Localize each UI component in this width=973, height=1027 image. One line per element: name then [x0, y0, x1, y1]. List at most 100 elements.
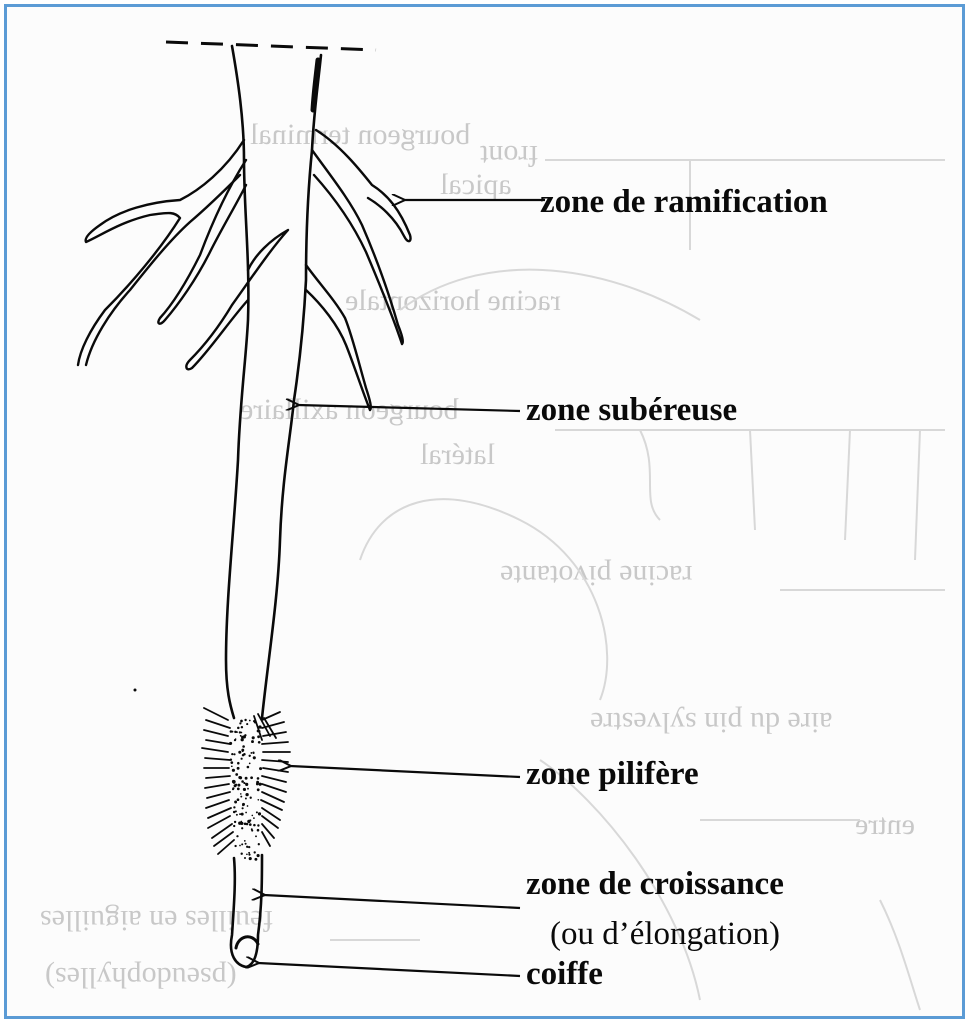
stipple-dot	[230, 758, 232, 760]
stipple-dot	[241, 827, 243, 829]
main-root-left-edge	[226, 46, 248, 718]
stipple-dot	[246, 853, 248, 855]
stipple-dot	[235, 784, 237, 786]
branch-right-3	[306, 265, 371, 410]
stipple-dot	[237, 762, 240, 765]
stipple-dot	[239, 845, 241, 847]
stipple-dot	[258, 843, 260, 845]
stipple-dot	[238, 751, 241, 754]
stipple-dot	[249, 823, 252, 826]
stipple-dot	[234, 801, 237, 804]
stipple-dot	[242, 805, 244, 807]
stipple-dot	[252, 736, 255, 739]
stipple-dot	[235, 810, 237, 812]
stipple-dot	[240, 796, 242, 798]
root-hair-zone	[202, 708, 290, 854]
stipple-dot	[240, 793, 242, 795]
stipple-dot	[241, 813, 244, 816]
stipple-dot	[257, 854, 260, 857]
stipple-dot	[258, 741, 261, 744]
stipple-dot	[254, 721, 256, 723]
label-coiffe: coiffe	[526, 958, 603, 991]
stipple-dot	[233, 753, 235, 755]
root-tip-left	[231, 858, 246, 967]
stipple-dot	[229, 742, 232, 745]
stipple-dot	[247, 820, 250, 823]
stipple-dot	[242, 807, 244, 809]
stipple-dot	[250, 752, 252, 754]
stipple-dot	[232, 769, 235, 772]
stipple-dot	[231, 753, 233, 755]
arrow-pilifere	[290, 766, 520, 777]
stipple-dot	[246, 846, 248, 848]
stipple-dot	[241, 780, 244, 783]
stipple-dot	[247, 788, 249, 790]
stipple-dot	[257, 799, 259, 801]
stipple-dot	[247, 805, 249, 807]
stipple-dot	[237, 767, 240, 770]
stipple-dot	[231, 731, 233, 733]
stipple-dot	[243, 782, 245, 784]
stipple-dot	[237, 727, 240, 730]
stipple-dot	[258, 730, 260, 732]
label-elongation: (ou d’élongation)	[550, 918, 780, 951]
stipple-dot	[245, 783, 248, 786]
stipple-dot	[243, 788, 246, 791]
stipple-dot	[258, 812, 261, 815]
label-arrows	[258, 200, 545, 976]
stipple-dot	[241, 843, 243, 845]
stipple-dot	[251, 740, 254, 743]
root-tip-right	[246, 855, 262, 967]
stipple-dot	[251, 815, 253, 817]
stipple-dot	[253, 824, 256, 827]
stipple-dot	[231, 765, 233, 767]
stipple-dot	[241, 853, 243, 855]
stipple-dot	[234, 845, 236, 847]
stipple-dot	[251, 828, 253, 830]
stipple-dot	[230, 761, 233, 764]
stipple-dot	[258, 725, 261, 728]
main-root	[226, 46, 321, 967]
stipple-dot	[256, 811, 258, 813]
stipple-dot	[256, 784, 258, 786]
speck	[134, 689, 137, 692]
stipple-dot	[236, 835, 238, 837]
arrow-subereuse	[298, 405, 520, 411]
stipple-dot	[248, 854, 250, 856]
stipple-dot	[244, 719, 246, 721]
stipple-dot	[245, 798, 247, 800]
stipple-dot	[250, 858, 252, 860]
label-zone-pilifere: zone pilifère	[526, 758, 699, 791]
stipple-dot	[242, 754, 245, 757]
stipple-dot	[245, 812, 247, 814]
stipple-dot	[252, 752, 254, 754]
lateral-branches-left	[78, 140, 288, 369]
stipple-dot	[237, 784, 240, 787]
label-zone-subereuse: zone subéreuse	[526, 394, 737, 427]
stipple-dot	[257, 777, 260, 780]
lateral-branches-right	[306, 130, 411, 410]
stipple-dot	[240, 822, 243, 825]
stipple-dot	[245, 843, 247, 845]
arrow-coiffe	[258, 963, 520, 976]
stipple-dot	[254, 851, 256, 853]
stipple-dot	[250, 797, 252, 799]
stipple-dot	[241, 726, 243, 728]
stipple-dot	[254, 858, 257, 861]
stipple-dot	[257, 829, 260, 832]
stipple-dot	[247, 766, 250, 769]
stipple-dot	[240, 720, 243, 723]
stipple-dot	[246, 723, 248, 725]
stipple-dot	[240, 735, 242, 737]
stipple-dot	[233, 806, 235, 808]
stipple-dot	[236, 814, 238, 816]
stipple-dot	[237, 788, 240, 791]
stipple-dot	[248, 852, 250, 854]
stipple-dot	[250, 776, 253, 779]
stipple-dot	[259, 783, 262, 786]
stipple-dot	[234, 739, 236, 741]
stipple-dot	[240, 821, 242, 823]
stipple-dot	[249, 763, 251, 765]
branch-right-2	[316, 130, 411, 241]
stipple-dot	[244, 840, 246, 842]
